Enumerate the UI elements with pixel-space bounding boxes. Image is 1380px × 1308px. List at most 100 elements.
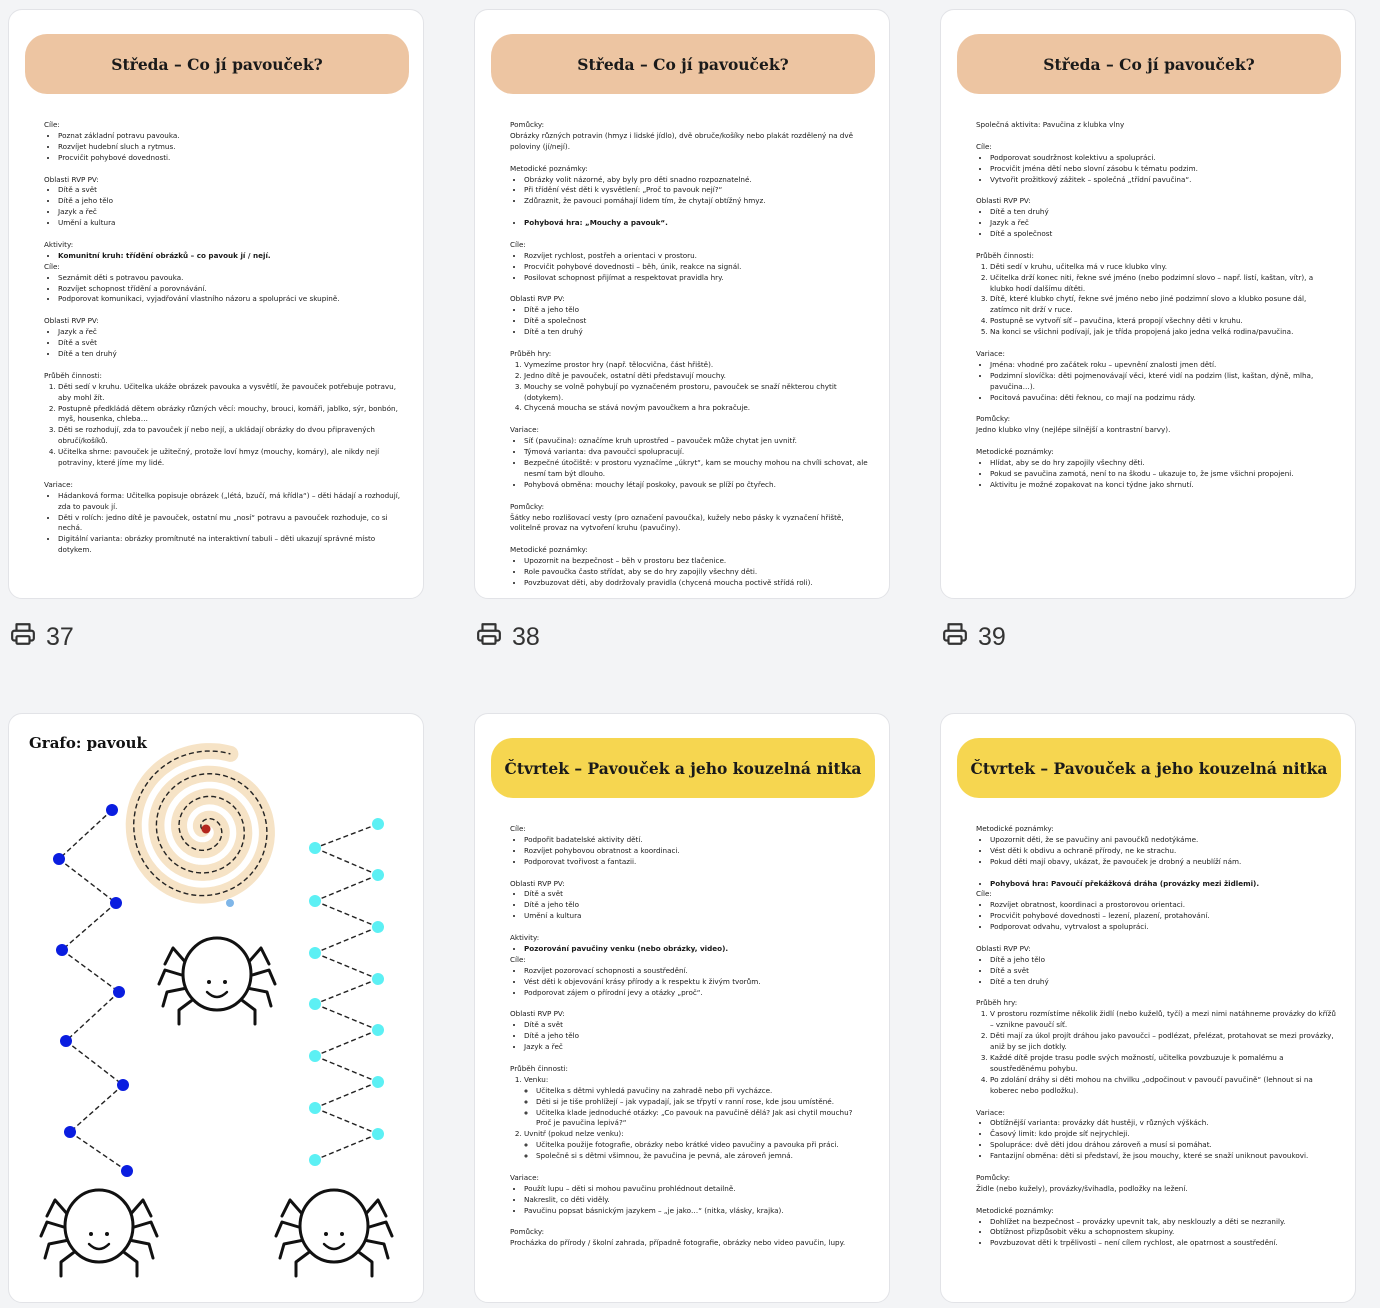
list-item: Podzimní slovíčka: děti pojmenovávají vě… — [990, 371, 1336, 393]
bullet-list: Podpořit badatelské aktivity dětí.Rozvíj… — [510, 835, 870, 868]
spacer — [510, 207, 870, 218]
bullet-list: V prostoru rozmístíme několik židlí (neb… — [976, 1009, 1336, 1096]
list-item: Seznámit děti s potravou pavouka. — [58, 273, 404, 284]
list-item: Dítě a ten druhý — [524, 327, 870, 338]
list-item: Poznat základní potravu pavouka. — [58, 131, 404, 142]
trace-dot — [372, 818, 384, 830]
text-line: Metodické poznámky: — [510, 163, 588, 173]
page-card-38[interactable]: Středa – Co jí pavouček? Pomůcky:Obrázky… — [474, 9, 890, 599]
list-item: Děti si je tiše prohlížejí – jak vypadaj… — [536, 1097, 870, 1108]
page-card-39[interactable]: Středa – Co jí pavouček? Společná aktivi… — [940, 9, 1356, 599]
page-number-38[interactable]: 38 — [476, 621, 540, 654]
trace-dot — [309, 947, 321, 959]
text-line: Variace: — [510, 425, 539, 435]
text-line: Metodické poznámky: — [976, 1205, 1054, 1215]
text-line: Oblasti RVP PV: — [976, 943, 1031, 953]
list-item: Děti mají za úkol projít dráhou jako pav… — [990, 1031, 1336, 1053]
page-card-thursday-1[interactable]: Čtvrtek – Pavouček a jeho kouzelná nitka… — [474, 713, 890, 1303]
text-line: Variace: — [976, 348, 1005, 358]
list-item: Jazyk a řeč — [524, 1042, 870, 1053]
list-item: Procvičit pohybové dovednosti. — [58, 153, 404, 164]
bullet-list: Jména: vhodné pro začátek roku – upevněn… — [976, 360, 1336, 404]
spacer — [44, 360, 404, 371]
page-card-thursday-2[interactable]: Čtvrtek – Pavouček a jeho kouzelná nitka… — [940, 713, 1356, 1303]
page-number-label: 38 — [512, 623, 540, 651]
list-item: Děti sedí v kruhu. Učitelka ukáže obráze… — [58, 382, 404, 404]
dashed-connector — [314, 1133, 379, 1161]
trace-dot — [309, 998, 321, 1010]
spacer — [976, 436, 1336, 447]
spacer — [976, 1195, 1336, 1206]
list-item: Pohybová hra: Pavoučí překážková dráha (… — [990, 879, 1336, 890]
list-item-label: Uvnitř (pokud nelze venku): — [524, 1129, 624, 1139]
list-item: Bezpečné útočiště: v prostoru vyznačíme … — [524, 458, 870, 480]
list-item: Povzbuzovat děti k trpělivosti – není cí… — [990, 1238, 1336, 1249]
bullet-list: Hádanková forma: Učitelka popisuje obráz… — [44, 491, 404, 556]
text-line: Cíle: — [510, 954, 526, 964]
spider-icon — [274, 1188, 394, 1278]
list-item: Dítě a ten druhý — [990, 207, 1336, 218]
text-line: Průběh činnosti: — [510, 1063, 568, 1073]
spacer — [976, 240, 1336, 251]
page-title-banner: Čtvrtek – Pavouček a jeho kouzelná nitka — [491, 738, 875, 798]
spacer — [976, 185, 1336, 196]
bullet-list: Pozorování pavučiny venku (nebo obrázky,… — [510, 944, 870, 955]
trace-dot — [309, 1154, 321, 1166]
list-item: Mouchy se volně pohybují po vyznačeném p… — [524, 382, 870, 404]
bullet-list: Upozornit děti, že se pavučiny ani pavou… — [976, 835, 1336, 868]
spacer — [510, 868, 870, 879]
page-number-39[interactable]: 39 — [942, 621, 1006, 654]
spacer — [976, 1097, 1336, 1108]
printer-icon[interactable] — [10, 621, 36, 654]
bullet-list: Děti sedí v kruhu. Učitelka ukáže obráze… — [44, 382, 404, 469]
text-line: Oblasti RVP PV: — [510, 1009, 565, 1019]
list-item: Dítě a jeho tělo — [524, 1031, 870, 1042]
spacer — [510, 1217, 870, 1228]
text-line: Pomůcky: — [510, 1227, 545, 1237]
list-item: Hlídat, aby se do hry zapojily všechny d… — [990, 458, 1336, 469]
list-item: Pocitová pavučina: děti řeknou, co mají … — [990, 393, 1336, 404]
spacer — [976, 1162, 1336, 1173]
page-card-grafo[interactable]: Grafo: pavouk — [8, 713, 424, 1303]
sub-list: Učitelka použije fotografie, obrázky neb… — [524, 1140, 870, 1162]
page-content: Cíle: Podpořit badatelské aktivity dětí.R… — [510, 824, 870, 1249]
list-item: Povzbuzovat děti, aby dodržovaly pravidl… — [524, 578, 870, 589]
spacer — [44, 164, 404, 175]
list-item: Podporovat komunikaci, vyjadřování vlast… — [58, 294, 404, 305]
list-item: Učitelka shrne: pavouček je užitečný, pr… — [58, 447, 404, 469]
spacer — [510, 229, 870, 240]
bullet-list: Dítě a světDítě a jeho těloJazyk a řeč — [510, 1020, 870, 1053]
list-item: Dítě a jeho tělo — [524, 305, 870, 316]
dashed-connector — [61, 949, 120, 993]
spacer — [44, 229, 404, 240]
list-item: Postupně se vytvoří síť – pavučina, kter… — [990, 316, 1336, 327]
spacer — [510, 1053, 870, 1064]
list-item: Časový limit: kdo projde síť nejrychleji… — [990, 1129, 1336, 1140]
dashed-connector — [314, 926, 379, 954]
list-item: Jedno dítě je pavouček, ostatní děti pře… — [524, 371, 870, 382]
bullet-list: Poznat základní potravu pavouka.Rozvíjet… — [44, 131, 404, 164]
spacer — [510, 922, 870, 933]
bullet-list: Síť (pavučina): označíme kruh uprostřed … — [510, 436, 870, 491]
text-line: Židle (nebo kužely), provázky/švihadla, … — [976, 1183, 1188, 1193]
bullet-list: Upozornit na bezpečnost – běh v prostoru… — [510, 556, 870, 589]
list-item: Obrázky volit názorné, aby byly pro děti… — [524, 175, 870, 186]
text-line: Cíle: — [976, 141, 992, 151]
list-item: Jména: vhodné pro začátek roku – upevněn… — [990, 360, 1336, 371]
list-item: Dítě a společnost — [524, 316, 870, 327]
list-item: Děti sedí v kruhu, učitelka má v ruce kl… — [990, 262, 1336, 273]
printer-icon[interactable] — [476, 621, 502, 654]
list-item: Upozornit na bezpečnost – běh v prostoru… — [524, 556, 870, 567]
list-item: Dítě a svět — [990, 966, 1336, 977]
page-card-37[interactable]: Středa – Co jí pavouček? Cíle:Poznat zák… — [8, 9, 424, 599]
text-line: Průběh činnosti: — [44, 370, 102, 380]
dashed-connector — [314, 978, 379, 1005]
list-item: Vymezíme prostor hry (např. tělocvična, … — [524, 360, 870, 371]
page-number-37[interactable]: 37 — [10, 621, 74, 654]
dashed-connector — [314, 1055, 379, 1083]
list-item: Dítě, které klubko chytí, řekne své jmén… — [990, 294, 1336, 316]
spacer — [976, 868, 1336, 879]
list-item: Společně si s dětmi všimnou, že pavučina… — [536, 1151, 870, 1162]
printer-icon[interactable] — [942, 621, 968, 654]
list-item: Nakreslit, co děti viděly. — [524, 1195, 870, 1206]
